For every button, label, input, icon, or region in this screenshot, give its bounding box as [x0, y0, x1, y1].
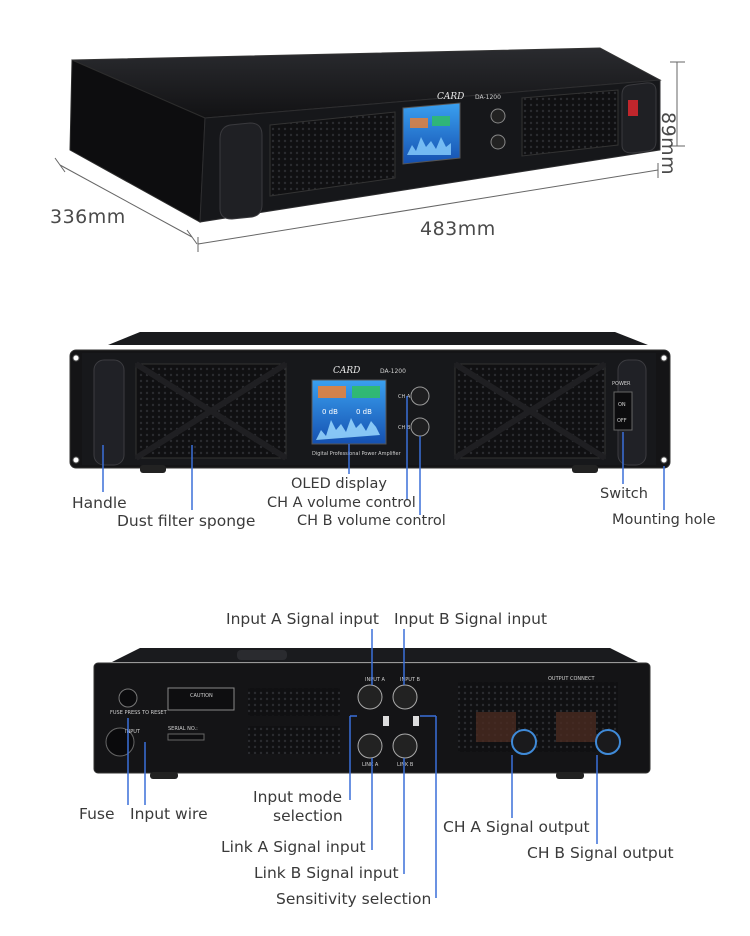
output-connect-text: OUTPUT CONNECT: [548, 676, 596, 682]
caution-text: CAUTION: [190, 693, 213, 699]
front-view: 0 dB 0 dB CH A CH B CARD DA-1200 Digital…: [69, 332, 671, 473]
serial-text: SERIAL NO.:: [168, 726, 198, 732]
rear-callout-lines: [127, 629, 598, 898]
power-label: POWER: [612, 381, 631, 387]
callout-sensitivity: Sensitivity selection: [276, 890, 432, 908]
front-brand-text: CARD: [333, 366, 360, 376]
svg-text:DA-1200: DA-1200: [475, 94, 501, 101]
callout-input-mode-2: selection: [273, 807, 343, 825]
callout-ch-b-volume: CH B volume control: [297, 513, 446, 529]
callout-input-a: Input A Signal input: [226, 610, 380, 628]
callout-link-b: Link B Signal input: [254, 864, 399, 882]
front-model-text: DA-1200: [380, 368, 406, 375]
callout-switch: Switch: [600, 486, 648, 502]
top-brand-text: CARD: [437, 92, 464, 102]
callout-fuse: Fuse: [79, 805, 115, 823]
knob-label-b: CH B: [398, 425, 411, 431]
input-text: INPUT: [125, 729, 141, 735]
on-label: ON: [618, 402, 626, 408]
input-b-text: INPUT B: [400, 677, 421, 683]
callout-link-a: Link A Signal input: [221, 838, 366, 856]
callout-input-wire: Input wire: [130, 805, 208, 823]
link-b-text: LINK B: [397, 762, 414, 768]
screen-value-a: 0 dB: [322, 408, 338, 416]
callout-input-b: Input B Signal input: [394, 610, 548, 628]
screen-value-b: 0 dB: [356, 408, 372, 416]
callout-oled: OLED display: [291, 476, 387, 492]
callout-ch-a-volume: CH A volume control: [267, 495, 416, 511]
front-callout-lines: [102, 396, 665, 515]
callout-mounting-hole: Mounting hole: [612, 512, 716, 528]
height-label: 89mm: [657, 112, 679, 176]
knob-label-a: CH A: [398, 394, 411, 400]
callout-ch-b-output: CH B Signal output: [527, 844, 674, 862]
off-label: OFF: [617, 418, 627, 424]
callout-handle: Handle: [72, 494, 127, 512]
callout-input-mode-1: Input mode: [253, 788, 343, 806]
fuse-text: FUSE PRESS TO RESET: [110, 710, 168, 716]
link-a-text: LINK A: [362, 762, 379, 768]
perspective-view: CARD DA-1200: [54, 47, 685, 252]
callout-ch-a-output: CH A Signal output: [443, 818, 590, 836]
rear-view: FUSE PRESS TO RESET INPUT CAUTION SERIAL…: [93, 648, 651, 779]
callout-dust-filter: Dust filter sponge: [117, 512, 256, 530]
front-subtitle-text: Digital Professional Power Amplifier: [312, 451, 402, 457]
input-a-text: INPUT A: [365, 677, 386, 683]
width-label: 483mm: [420, 218, 496, 240]
depth-label: 336mm: [50, 206, 126, 228]
